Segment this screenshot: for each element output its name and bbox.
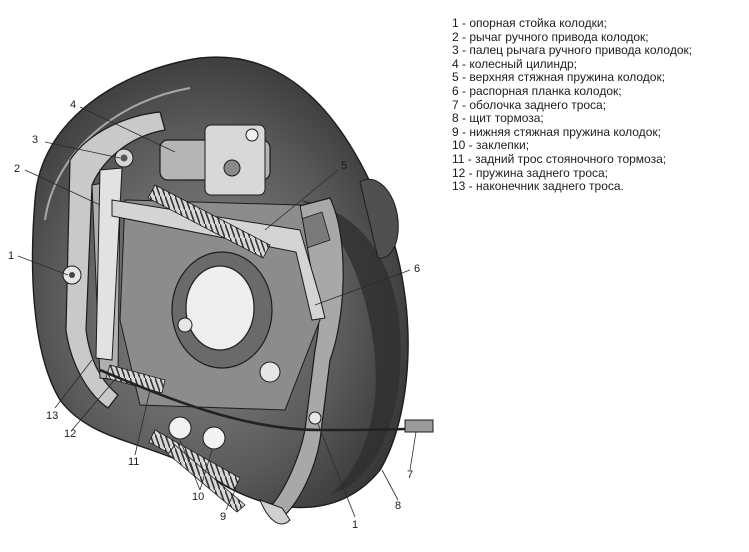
- legend-item-2: 2 - рычаг ручного привода колодок;: [452, 29, 649, 44]
- callout-5: 5: [341, 160, 347, 172]
- callout-6: 6: [414, 263, 420, 275]
- callout-8: 8: [395, 500, 401, 512]
- legend-item-9: 9 - нижняя стяжная пружина колодок;: [452, 124, 661, 139]
- callout-9: 9: [220, 511, 226, 523]
- legend-item-12: 12 - пружина заднего троса;: [452, 165, 608, 180]
- leader-7: [409, 431, 417, 471]
- leader-1-left: [17, 255, 69, 276]
- legend-item-11: 11 - задний трос стояночного тормоза;: [452, 151, 667, 166]
- hub-flange: [359, 178, 399, 259]
- upper-tension-spring: [147, 184, 271, 259]
- parts-legend: 1 - опорная стойка колодки; 2 - рычаг ру…: [452, 16, 693, 194]
- leader-5: [264, 169, 339, 231]
- rivets: [168, 416, 226, 450]
- leader-12: [71, 375, 119, 431]
- wheel-cylinder: [159, 124, 271, 196]
- legend-item-13: 13 - наконечник заднего троса.: [452, 179, 624, 194]
- callout-10: 10: [192, 491, 204, 503]
- leader-11: [134, 389, 151, 456]
- callout-7: 7: [407, 469, 413, 481]
- leader-2: [24, 169, 101, 206]
- leader-1-bottom: [317, 423, 356, 518]
- lower-tension-springs: [148, 429, 246, 513]
- callout-1-left: 1: [8, 250, 14, 262]
- leader-10b: [199, 449, 213, 491]
- callout-numbers: 4 3 2 1 5 6 13 12 11 10 9 1 8 7: [8, 99, 420, 531]
- callout-3: 3: [32, 134, 38, 146]
- leader-10a: [179, 439, 201, 491]
- leader-9: [225, 487, 237, 511]
- spacer-bar: [111, 199, 326, 321]
- leader-4: [79, 106, 176, 153]
- callout-1-bottom: 1: [352, 519, 358, 531]
- callout-12: 12: [64, 428, 76, 440]
- callout-13: 13: [46, 410, 58, 422]
- callout-2: 2: [14, 163, 20, 175]
- leader-13: [54, 359, 93, 409]
- legend-item-1: 1 - опорная стойка колодки;: [452, 16, 607, 30]
- callout-4: 4: [70, 99, 76, 111]
- leader-3: [44, 141, 121, 159]
- shoe-support-posts: [62, 265, 322, 425]
- rear-parking-cable: [99, 368, 434, 433]
- central-plate: [119, 199, 321, 411]
- callout-leader-lines: [17, 106, 417, 518]
- legend-item-6: 6 - распорная планка колодок;: [452, 83, 622, 98]
- callout-11: 11: [128, 456, 139, 468]
- legend-item-7: 7 - оболочка заднего троса;: [452, 97, 607, 112]
- legend-item-8: 8 - щит тормоза;: [452, 111, 544, 126]
- legend-item-10: 10 - заклепки;: [452, 138, 530, 153]
- legend-item-4: 4 - колесный цилиндр;: [452, 56, 578, 71]
- leader-6: [314, 269, 411, 306]
- legend-item-5: 5 - верхняя стяжная пружина колодок;: [452, 70, 666, 85]
- leader-8: [381, 469, 399, 501]
- legend-item-3: 3 - палец рычага ручного привода колодок…: [452, 43, 693, 58]
